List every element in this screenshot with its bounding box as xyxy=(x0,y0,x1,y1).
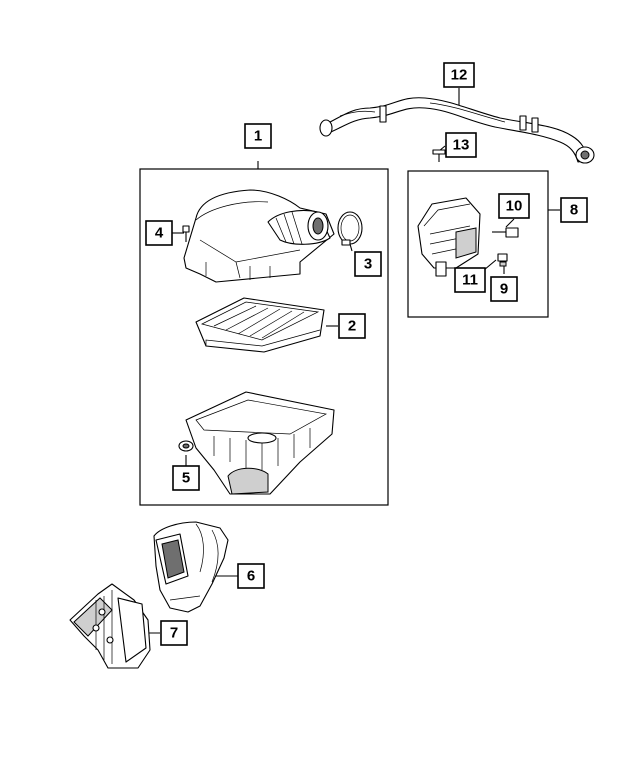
callout-7: 7 xyxy=(160,620,188,646)
callout-label: 9 xyxy=(500,281,508,298)
callout-label: 6 xyxy=(247,568,255,585)
callout-3: 3 xyxy=(354,251,382,277)
callout-label: 1 xyxy=(254,128,262,145)
callout-label: 5 xyxy=(182,470,190,487)
callout-1: 1 xyxy=(244,123,272,149)
air-cleaner-assembly-frame xyxy=(139,168,389,506)
resonator-body xyxy=(417,197,481,277)
callout-6: 6 xyxy=(237,563,265,589)
callout-4: 4 xyxy=(145,220,173,246)
callout-8: 8 xyxy=(560,197,588,223)
callout-9: 9 xyxy=(490,276,518,302)
air-duct-bracket xyxy=(69,583,151,669)
hose-clamp xyxy=(337,211,363,246)
callout-label: 3 xyxy=(364,256,372,273)
callout-label: 10 xyxy=(506,198,523,215)
callout-label: 11 xyxy=(462,272,478,289)
callout-label: 7 xyxy=(170,625,178,642)
callout-label: 8 xyxy=(570,202,578,219)
callout-2: 2 xyxy=(338,313,366,339)
callout-11: 11 xyxy=(454,267,486,293)
callout-10: 10 xyxy=(498,193,530,219)
callout-label: 12 xyxy=(451,67,468,84)
air-cleaner-housing xyxy=(185,391,335,495)
clip-9 xyxy=(497,253,508,267)
callout-12: 12 xyxy=(443,62,475,88)
callout-13: 13 xyxy=(445,132,477,158)
bolt-13 xyxy=(432,149,446,162)
callout-label: 2 xyxy=(348,318,356,335)
callout-label: 4 xyxy=(155,225,164,242)
air-cleaner-lid xyxy=(183,189,335,283)
air-filter-element xyxy=(195,297,325,353)
callout-label: 13 xyxy=(453,137,470,154)
grommet xyxy=(178,440,194,452)
resonator-assembly-frame xyxy=(407,170,549,318)
intake-hose xyxy=(319,97,595,164)
air-inlet-duct xyxy=(153,521,229,613)
callout-5: 5 xyxy=(172,465,200,491)
screw-10 xyxy=(492,227,519,238)
bolt-4 xyxy=(182,225,190,242)
